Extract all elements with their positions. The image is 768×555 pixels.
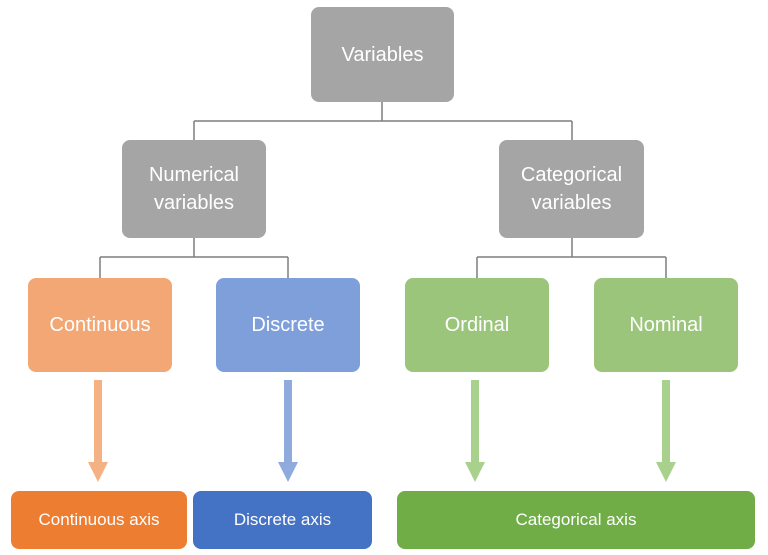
categorical-variables-node: Categorical variables	[499, 140, 644, 238]
connector-root	[193, 102, 573, 140]
ordinal-node: Ordinal	[405, 278, 549, 372]
numerical-label-line1: Numerical	[148, 164, 240, 186]
discrete-label: Discrete	[251, 314, 325, 336]
arrow-nominal	[656, 380, 676, 482]
arrow-ordinal	[465, 380, 485, 482]
discrete-axis-node: Discrete axis	[193, 491, 372, 549]
variables-label: Variables	[341, 43, 424, 66]
categorical-label-line2: variables	[531, 192, 612, 214]
discrete-node: Discrete	[216, 278, 360, 372]
continuous-axis-node: Continuous axis	[11, 491, 187, 549]
numerical-variables-node: Numerical variables	[122, 140, 266, 238]
nominal-label: Nominal	[629, 314, 703, 336]
categorical-label-line1: Categorical	[520, 164, 623, 186]
categorical-axis-label: Categorical axis	[515, 510, 637, 529]
ordinal-label: Ordinal	[444, 314, 510, 336]
nominal-node: Nominal	[594, 278, 738, 372]
categorical-variables-label: Categorical variables	[521, 161, 622, 217]
arrow-continuous	[88, 380, 108, 482]
numerical-label-line2: variables	[153, 192, 235, 214]
discrete-axis-label: Discrete axis	[233, 510, 332, 529]
continuous-label: Continuous	[49, 314, 151, 336]
connector-numerical	[99, 238, 289, 278]
continuous-axis-label: Continuous axis	[38, 510, 160, 529]
numerical-variables-label: Numerical variables	[149, 161, 239, 217]
arrow-discrete	[278, 380, 298, 482]
continuous-node: Continuous	[28, 278, 172, 372]
categorical-axis-node: Categorical axis	[397, 491, 755, 549]
connector-categorical	[476, 238, 667, 278]
variables-node: Variables	[311, 7, 454, 102]
